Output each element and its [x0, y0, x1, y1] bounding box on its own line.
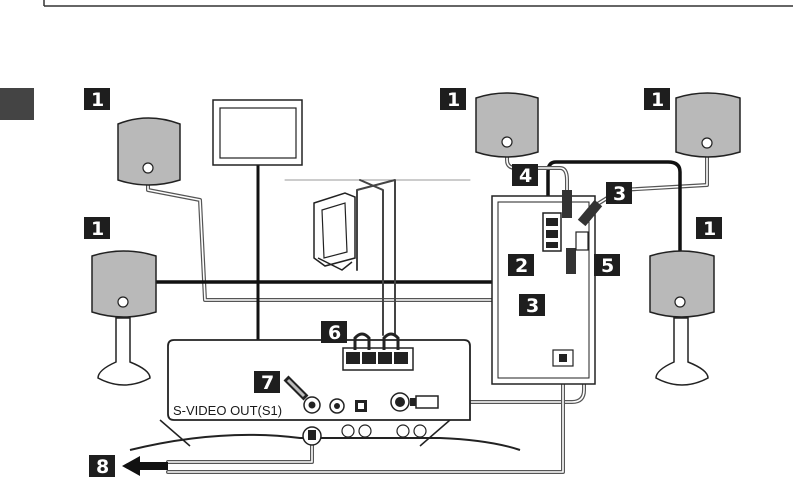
svg-text:1: 1 [651, 89, 664, 111]
svg-text:5: 5 [601, 255, 614, 277]
television [213, 100, 302, 165]
step-badge-4: 4 [512, 164, 538, 187]
step-badge-2: 2 [508, 254, 534, 277]
page-tab [0, 88, 34, 120]
speaker-center [476, 93, 538, 157]
svg-text:7: 7 [261, 372, 274, 394]
subwoofer [492, 190, 602, 384]
main-unit-rear [130, 334, 520, 450]
speaker-surround-left [92, 251, 156, 385]
step-badge-8: 8 [89, 455, 115, 478]
power-arrow-icon [122, 456, 168, 476]
svg-text:6: 6 [328, 322, 341, 344]
svg-text:4: 4 [519, 165, 532, 187]
step-badge-3-upper: 3 [606, 182, 632, 205]
speaker-front-right [676, 93, 740, 157]
svg-text:1: 1 [91, 218, 104, 240]
svg-text:1: 1 [703, 218, 716, 240]
svg-text:8: 8 [96, 456, 109, 478]
step-badge-7: 7 [254, 371, 280, 394]
svg-text:1: 1 [447, 89, 460, 111]
speaker-surround-right [650, 251, 714, 385]
s-video-label: S-VIDEO OUT(S1) [173, 403, 282, 418]
svg-text:1: 1 [91, 89, 104, 111]
svg-text:3: 3 [613, 183, 626, 205]
speaker-front-left [118, 118, 180, 185]
step-badge-3-lower: 3 [519, 294, 545, 317]
power-cord-main [168, 438, 312, 462]
step-badge-6: 6 [321, 321, 347, 344]
step-badge-1-surround-right: 1 [696, 217, 722, 240]
step-badge-1-front-right: 1 [644, 88, 670, 111]
step-badge-1-front-left: 1 [84, 88, 110, 111]
step-badge-1-surround-left: 1 [84, 217, 110, 240]
step-badge-5: 5 [594, 254, 620, 277]
svg-text:2: 2 [515, 255, 528, 277]
svg-text:3: 3 [526, 295, 539, 317]
loop-antenna [314, 193, 355, 270]
step-badge-1-center: 1 [440, 88, 466, 111]
